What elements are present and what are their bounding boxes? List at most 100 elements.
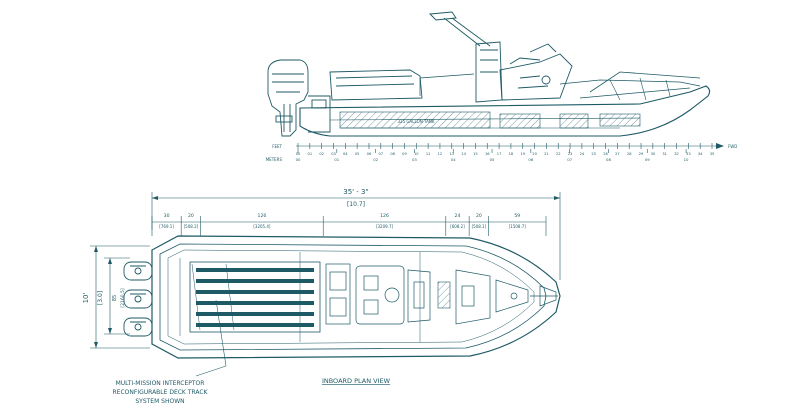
meters-label: METERS [266,157,283,162]
meter-tick-label: 07 [567,157,572,162]
beam-inner: 85 [112,295,118,301]
rails [419,73,701,96]
meter-tick-label: 01 [334,157,339,162]
feet-label: FEET [272,144,282,149]
segment-mm: [3205.4] [253,224,271,229]
meter-ticks: 00 01 02 03 04 05 06 07 08 09 10 [296,149,689,162]
segment-inches: 20 [188,213,194,219]
outboard-engine [267,59,309,137]
meter-tick-label: 02 [373,157,378,162]
feet-tick-label: 16 [485,152,490,156]
deck-track-rail [196,312,314,316]
feet-tick-label: 08 [390,152,395,156]
feet-tick-label: 17 [497,152,502,156]
meter-tick-label: 04 [451,157,456,162]
meter-tick-label: 10 [684,157,689,162]
segment-mm: [3209.7] [376,224,394,229]
feet-tick-label: 20 [532,152,537,156]
feet-tick-label: 25 [591,152,596,156]
feet-tick-label: 34 [698,152,703,156]
feet-tick-label: 31 [662,152,667,156]
feet-tick-label: 23 [568,152,573,156]
segment-inches: 30 [164,213,170,219]
segment-inches: 126 [380,213,389,219]
feet-tick-label: 27 [615,152,620,156]
feet-tick-label: 32 [674,152,679,156]
inboard-plan-view: 35' - 3" [10.7] 30[769.1]20[508.2]126[32… [82,188,561,405]
segment-dimensions: 30[769.1]20[508.2]126[3205.4]126[3209.7]… [151,213,547,236]
beam-inner-metric: [2160.5] [120,288,126,308]
tank-label: 325 GALLON TANK [398,119,435,124]
track-rails [196,268,314,327]
t-top [429,11,503,103]
hull-plan [151,235,561,359]
station-scale: FEET METERS FWD 00 01 02 03 04 05 06 07 08 09 10 11… [266,143,737,162]
outboard-engines [123,261,153,337]
feet-tick-label: 24 [580,152,585,156]
segment-mm: [508.1] [472,224,487,229]
feet-tick-label: 07 [379,152,384,156]
segment-inches: 59 [514,213,520,219]
feet-tick-label: 04 [343,152,348,156]
bow-plan [530,285,558,307]
meter-tick-label: 06 [528,157,533,162]
feet-tick-label: 01 [308,152,313,156]
overall-length: 35' - 3" [343,188,368,196]
feet-tick-label: 30 [651,152,656,156]
feet-tick-label: 33 [686,152,691,156]
meter-tick-label: 05 [490,157,495,162]
deck-track-rail [196,301,314,305]
deck-track [189,261,321,333]
fwd-label: FWD [728,144,737,149]
feet-tick-label: 09 [402,152,407,156]
feet-tick-label: 29 [639,152,644,156]
side-profile-view: 325 GALLON TANK FEET METERS FWD 00 01 02 03… [266,11,737,162]
feet-tick-label: 13 [449,152,454,156]
callout-line-2: RECONFIGURABLE DECK TRACK [113,389,209,396]
fuel-tank [339,111,491,129]
feet-tick-label: 05 [355,152,360,156]
view-title: INBOARD PLAN VIEW [322,377,391,385]
feet-tick-label: 02 [319,152,324,156]
deck-track-rail [196,268,314,272]
feet-tick-label: 14 [461,152,466,156]
callout-line-1: MULTI-MISSION INTERCEPTOR [116,380,205,387]
segment-mm: [1508.7] [509,224,527,229]
stern [308,95,331,133]
beam-dimension: 10' [3.0] 85 [2160.5] [82,245,150,349]
segment-mm: [769.1] [159,224,174,229]
deck-track-callout: MULTI-MISSION INTERCEPTOR RECONFIGURABLE… [113,299,227,405]
segment-inches: 24 [455,213,461,219]
meter-tick-label: 09 [645,157,650,162]
feet-tick-label: 18 [509,152,514,156]
feet-tick-label: 11 [426,152,431,156]
feet-tick-label: 21 [544,152,549,156]
feet-tick-label: 12 [438,152,443,156]
feet-tick-label: 03 [331,152,336,156]
hull: 325 GALLON TANK [299,71,711,137]
deck-track-rail [196,323,314,327]
beam-metric: [3.0] [97,291,104,305]
beam-label: 10' [82,293,90,304]
feet-tick-label: 22 [556,152,561,156]
aft-seating [329,69,423,101]
feet-tick-label: 28 [627,152,632,156]
feet-tick-label: 15 [473,152,478,156]
feet-tick-label: 10 [414,152,419,156]
meter-tick-label: 08 [606,157,611,162]
feet-tick-label: 35 [710,152,715,156]
meter-tick-label: 03 [412,157,417,162]
segment-inches: 20 [476,213,482,219]
meter-tick-label: 00 [296,157,301,162]
feet-tick-label: 19 [520,152,525,156]
callout-line-3: SYSTEM SHOWN [135,398,184,405]
console [499,43,573,101]
segment-inches: 126 [258,213,267,219]
deck-track-rail [196,279,314,283]
feet-tick-label: 06 [367,152,372,156]
helm-area [325,263,529,325]
overall-length-dimension: 35' - 3" [10.7] [151,188,561,280]
